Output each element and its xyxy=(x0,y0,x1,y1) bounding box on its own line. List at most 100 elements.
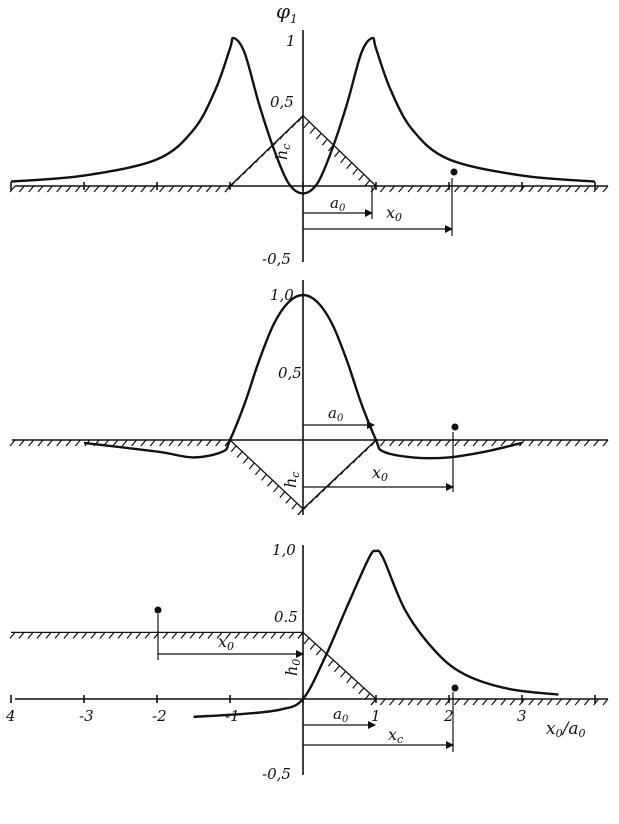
hatch-mark xyxy=(593,698,600,706)
series-line-bottom xyxy=(193,549,559,718)
hatch-mark xyxy=(303,637,310,645)
hatch-mark xyxy=(528,698,535,706)
hatch-mark xyxy=(574,439,581,447)
hatch-mark xyxy=(72,632,79,639)
hatch-mark xyxy=(205,439,212,447)
hatch-mark xyxy=(454,185,460,193)
hatch-mark xyxy=(435,439,442,447)
hatch-mark xyxy=(315,132,322,140)
hatch-mark xyxy=(583,698,590,706)
a0-label-bottom: a0 xyxy=(333,705,349,725)
hatch-mark xyxy=(196,185,203,193)
hatch-mark xyxy=(187,439,194,447)
hatch-mark xyxy=(65,439,72,447)
hatch-mark xyxy=(90,632,97,639)
hatch-mark xyxy=(45,632,52,639)
ground-profile-top xyxy=(229,114,377,187)
hatch-mark xyxy=(230,445,237,453)
hatch-mark xyxy=(121,439,128,447)
hatch-mark xyxy=(180,632,187,639)
hatch-mark xyxy=(435,185,442,193)
hatch-mark xyxy=(28,185,35,193)
hatch-mark xyxy=(36,632,43,639)
hc-label-top: hc xyxy=(272,144,293,160)
y-tick-label-1: 1 xyxy=(286,32,296,50)
hatch-mark xyxy=(416,439,423,447)
hatch-mark xyxy=(225,632,232,639)
hatch-mark xyxy=(267,479,274,487)
hatch-mark xyxy=(379,439,386,447)
hatch-mark xyxy=(131,185,137,193)
hatch-mark xyxy=(236,451,243,458)
ground-profile-middle xyxy=(229,439,377,510)
hatch-mark xyxy=(309,127,316,134)
hatch-mark xyxy=(285,497,292,504)
hatch-mark xyxy=(18,185,25,193)
hatch-mark xyxy=(112,439,119,447)
hatch-mark xyxy=(288,632,295,639)
hatch-mark xyxy=(500,185,507,193)
hatch-mark xyxy=(315,648,322,656)
hatch-mark xyxy=(379,185,386,193)
hatch-mark xyxy=(117,632,124,639)
hatch-mark xyxy=(144,632,151,639)
hatch-mark xyxy=(352,168,359,175)
hatch-mark xyxy=(252,632,259,639)
hatch-mark xyxy=(46,439,53,447)
hatch-mark xyxy=(216,632,223,639)
hatch-mark xyxy=(18,439,25,447)
hatch-mark xyxy=(454,698,460,706)
x-tick-label: -2 xyxy=(152,707,167,725)
hatch-mark xyxy=(198,632,205,639)
hatch-mark xyxy=(9,439,16,447)
hatch-mark xyxy=(537,439,544,447)
hatch-mark xyxy=(491,439,498,447)
hatch-mark xyxy=(340,156,347,164)
hatch-mark xyxy=(131,439,137,447)
hatch-mark xyxy=(162,632,169,639)
hatch-mark xyxy=(254,468,261,476)
hatch-mark xyxy=(297,508,304,516)
hatch-mark xyxy=(279,632,286,639)
hatch-mark xyxy=(321,138,328,146)
source-marker-middle xyxy=(451,423,459,431)
hc-label-middle: hc xyxy=(281,472,302,488)
series-line-top xyxy=(10,36,596,195)
hatch-mark xyxy=(435,698,442,706)
hatch-mark xyxy=(491,185,498,193)
hatch-mark xyxy=(528,439,535,447)
hatch-mark xyxy=(546,698,553,706)
hatch-mark xyxy=(159,439,166,447)
y-axis-label: φ1 xyxy=(276,0,298,26)
x-tick-label: -3 xyxy=(79,707,94,725)
hatch-mark xyxy=(126,632,133,639)
hatch-mark xyxy=(243,632,250,639)
hatch-mark xyxy=(273,485,280,493)
hatch-mark xyxy=(327,659,334,667)
hatch-mark xyxy=(444,439,451,447)
xc-label-bottom: xc xyxy=(388,725,403,746)
hatch-mark xyxy=(454,439,460,447)
hatch-mark xyxy=(108,632,115,639)
hatch-mark xyxy=(389,439,396,447)
hatch-mark xyxy=(602,439,609,447)
hatch-mark xyxy=(159,185,166,193)
hatch-mark xyxy=(46,185,53,193)
hatch-mark xyxy=(593,439,600,447)
panel-middle: 1,0 0,5 hc a0 x0 xyxy=(9,280,609,516)
hatch-mark xyxy=(234,632,241,639)
hatch-mark xyxy=(112,185,119,193)
hatch-mark xyxy=(261,632,268,639)
hatch-mark xyxy=(140,185,147,193)
hatch-mark xyxy=(500,698,507,706)
hatch-mark xyxy=(537,698,544,706)
y-tick-label-0.5: 0,5 xyxy=(270,93,294,111)
hatch-mark xyxy=(196,439,203,447)
hatch-mark xyxy=(135,632,142,639)
hatch-mark xyxy=(481,439,488,447)
hatch-mark xyxy=(334,150,340,158)
hatch-mark xyxy=(352,682,359,689)
source-marker-top xyxy=(450,168,458,176)
hatch-mark xyxy=(28,439,35,447)
y-tick-label-1.0-bottom: 1,0 xyxy=(272,541,296,559)
